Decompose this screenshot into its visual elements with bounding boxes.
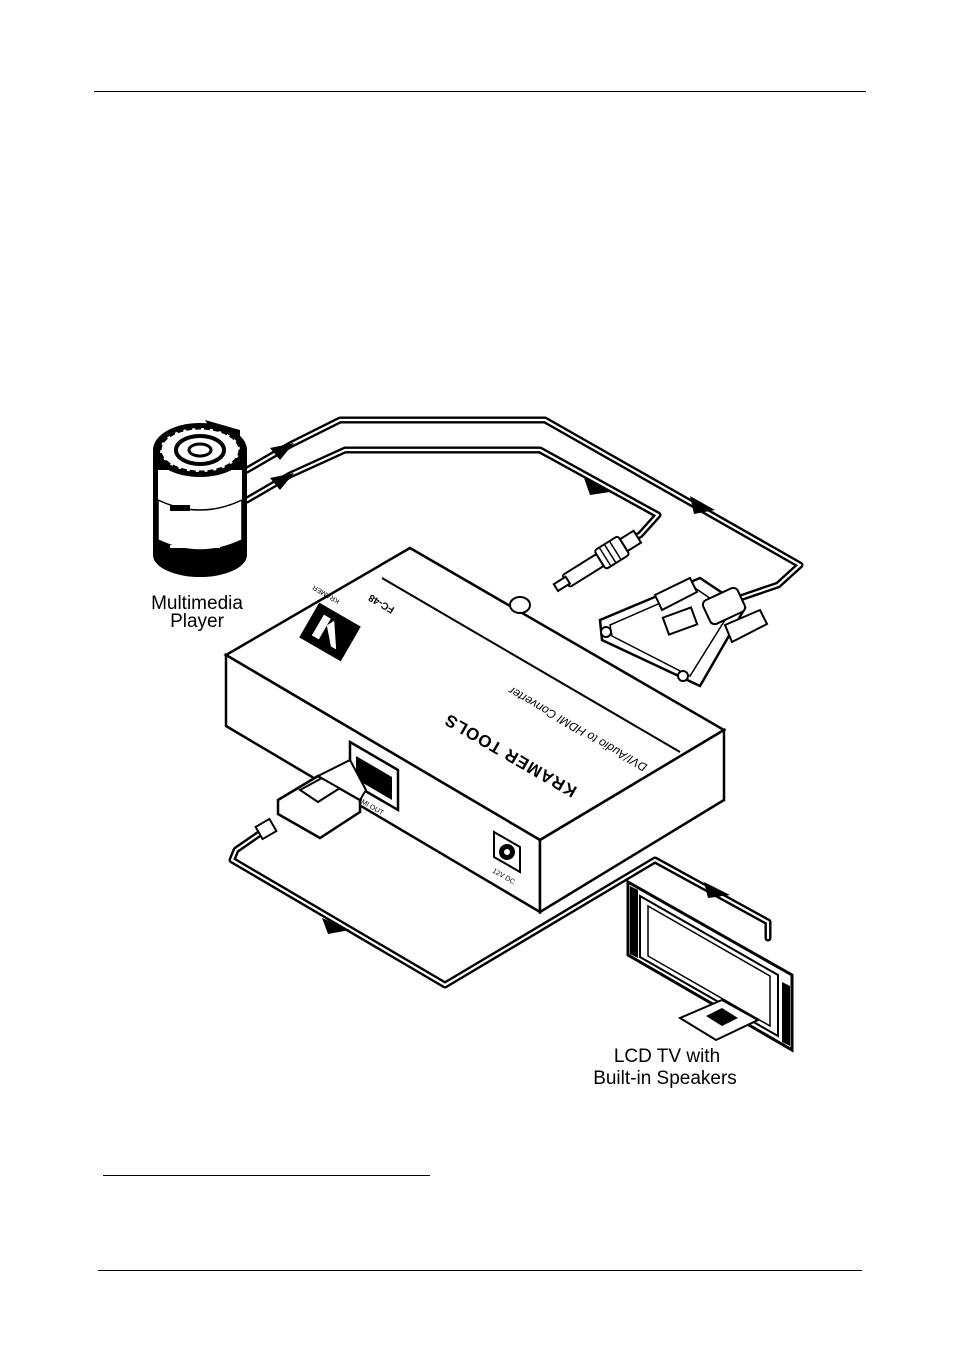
- video-cable: [247, 450, 658, 540]
- player-label-line2: Player: [170, 611, 225, 632]
- lcd-tv-icon: [628, 882, 792, 1050]
- tv-label-line1: LCD TV with: [614, 1046, 720, 1067]
- tv-label-line2: Built-in Speakers: [593, 1068, 737, 1089]
- multimedia-player-icon: [153, 420, 247, 577]
- rca-plug-icon: [550, 527, 643, 597]
